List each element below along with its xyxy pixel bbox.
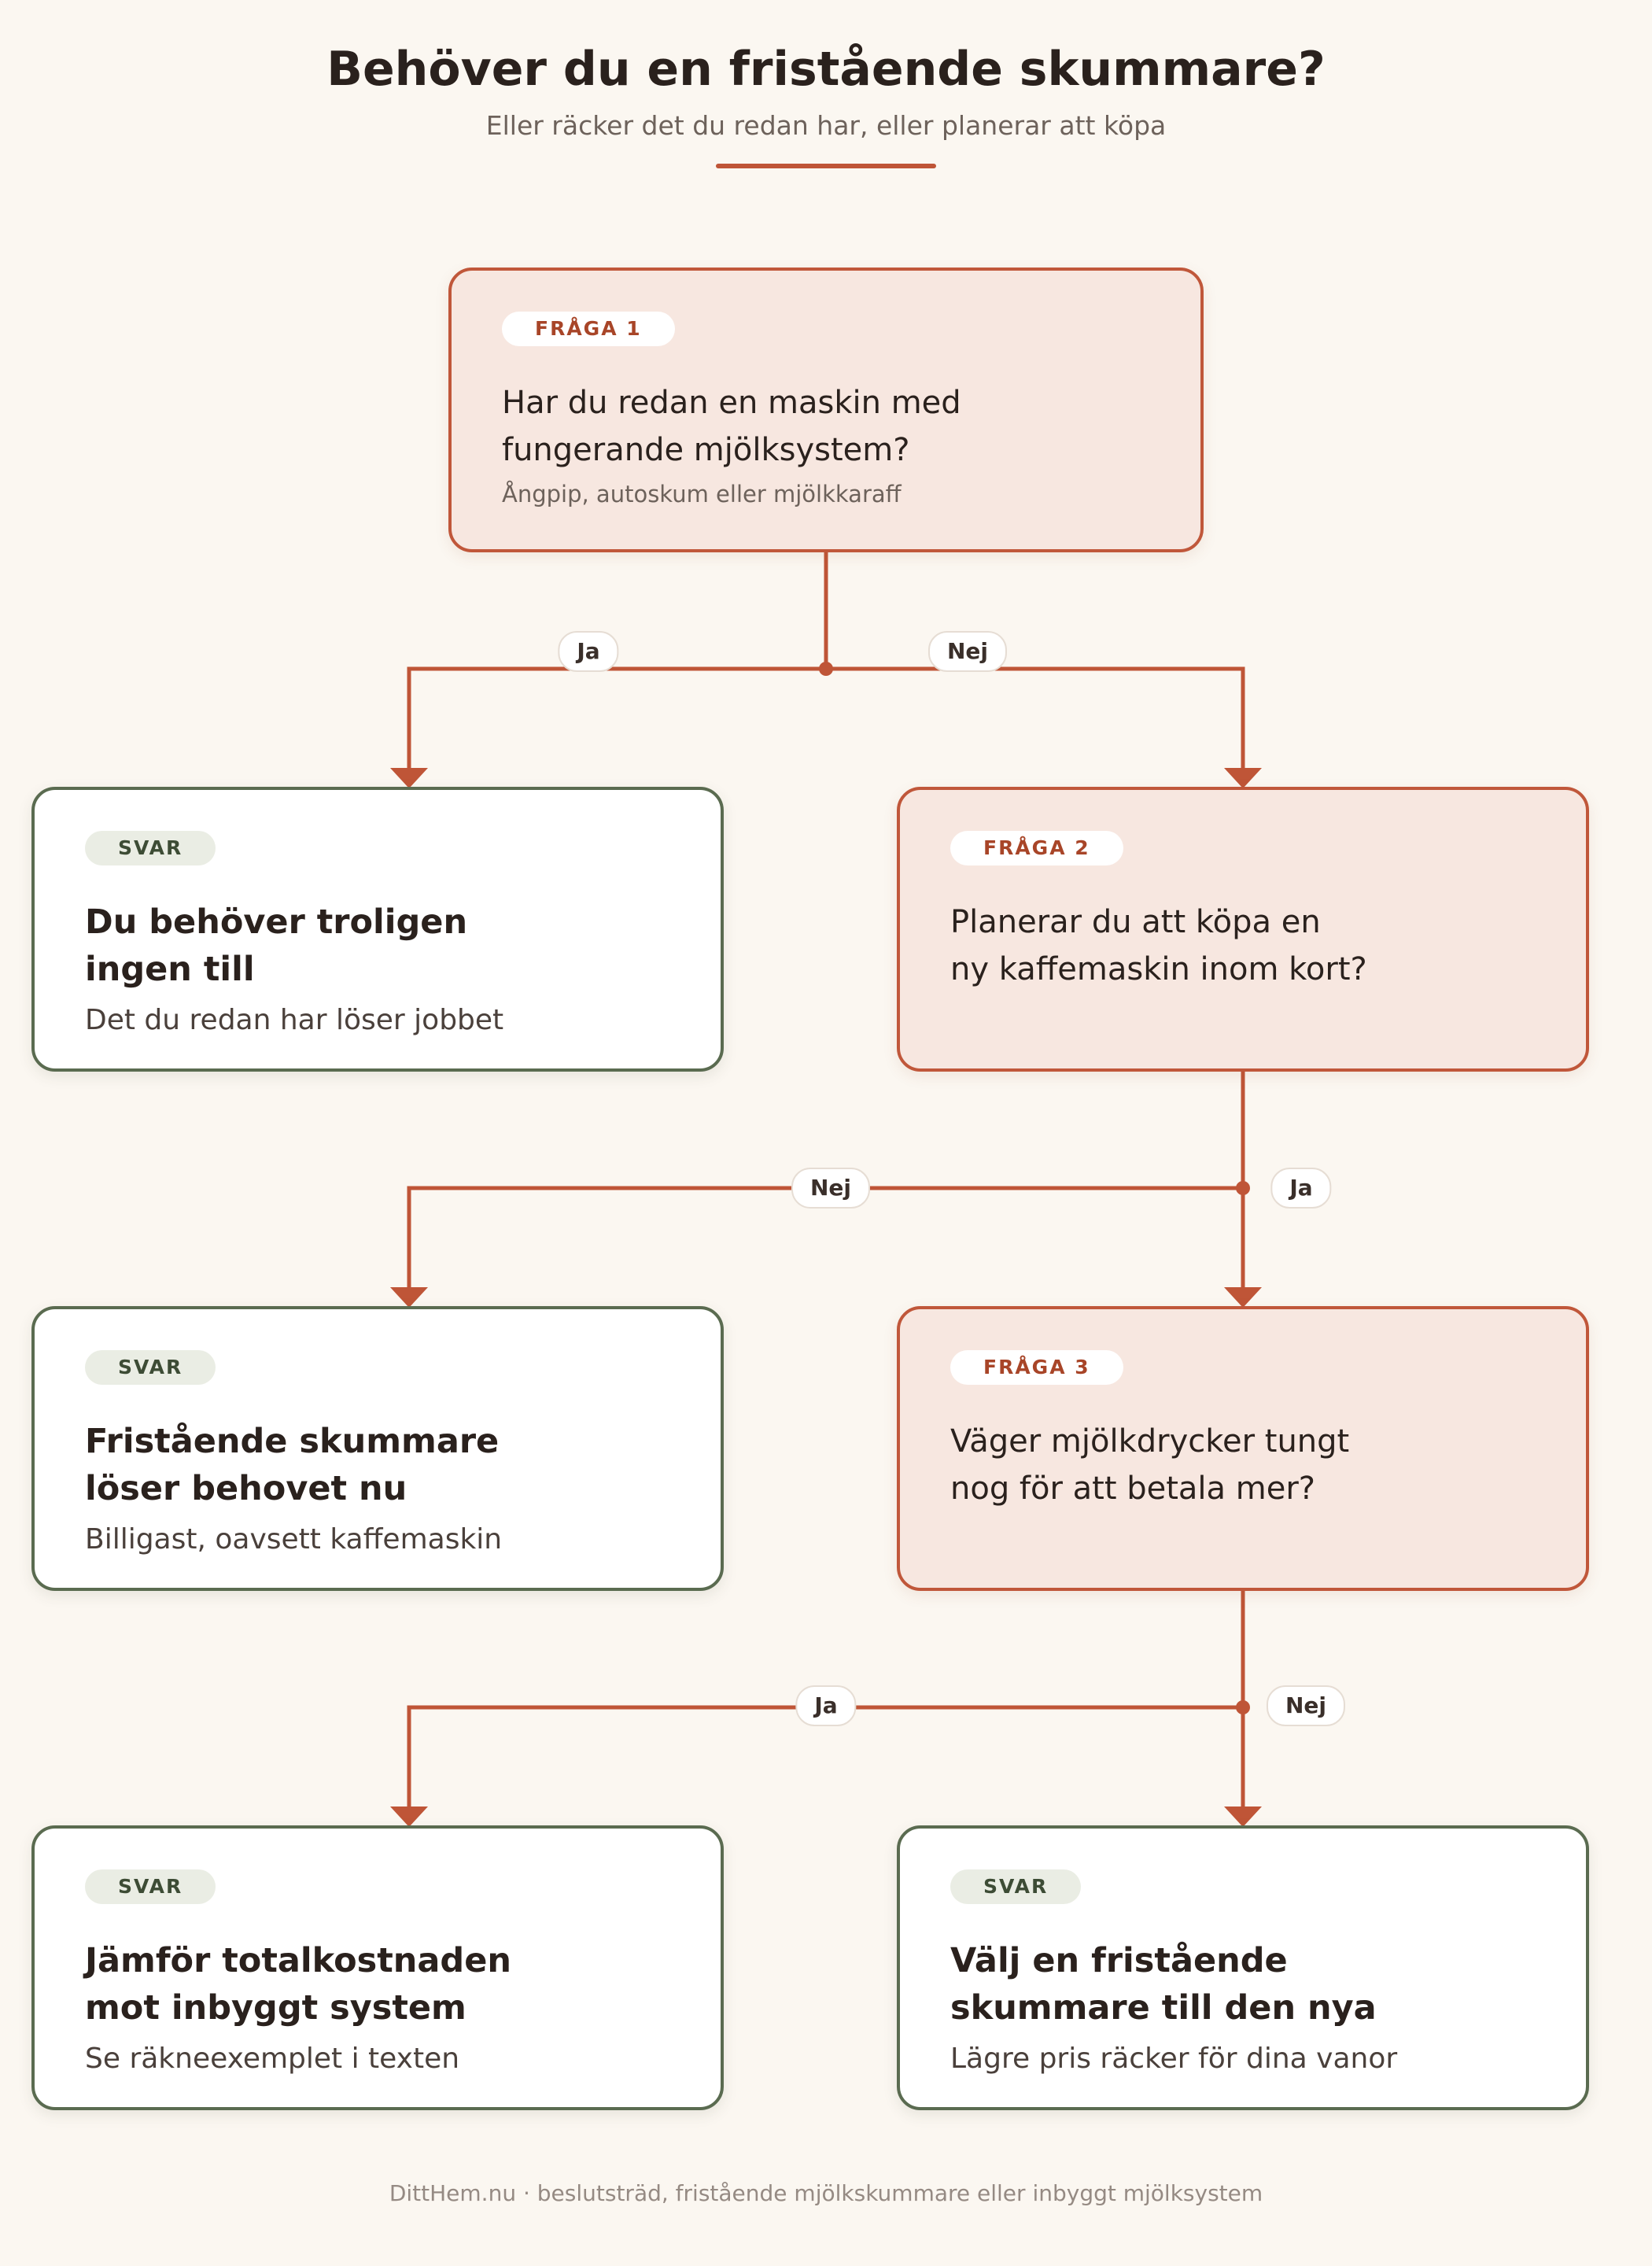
edge-label-q2-yes: Ja [1270,1168,1332,1209]
arrow-to-a3 [390,1807,428,1827]
arrow-to-q2 [1224,768,1262,788]
answer-node-4: SVAR Välj en fristående skummare till de… [897,1825,1589,2110]
answer-title: Välj en fristående skummare till den nya [950,1941,1377,2028]
edge-label-q1-yes: Ja [558,631,619,672]
answer-detail: Se räkneexemplet i texten [85,2043,460,2075]
question-badge: FRÅGA 2 [950,831,1123,865]
answer-node-1: SVAR Du behöver troligen ingen till Det … [31,787,724,1072]
question-text: Planerar du att köpa en ny kaffemaskin i… [950,904,1367,987]
arrow-to-a4 [1224,1807,1262,1827]
question-node-2: FRÅGA 2 Planerar du att köpa en ny kaffe… [897,787,1589,1072]
connector-q3-yes [407,1705,1243,1807]
answer-title: Du behöver troligen ingen till [85,902,468,989]
edge-label-q1-no: Nej [927,631,1008,672]
question-text: Har du redan en maskin med fungerande mj… [502,385,961,468]
connector-q2-no [407,1186,1243,1287]
answer-title: Fristående skummare löser behovet nu [85,1422,500,1508]
question-node-1: FRÅGA 1 Har du redan en maskin med funge… [448,268,1204,552]
answer-detail: Lägre pris räcker för dina vanor [950,2043,1398,2075]
answer-badge: SVAR [85,1350,216,1385]
answer-badge: SVAR [950,1869,1082,1904]
page-subtitle: Eller räcker det du redan har, eller pla… [485,110,1167,141]
edge-label-q3-yes: Ja [795,1685,857,1726]
junction-dot-q2 [1236,1181,1250,1195]
page-title: Behöver du en fristående skummare? [326,42,1326,97]
question-badge: FRÅGA 1 [502,312,675,346]
connector-q1-yes [407,666,826,768]
junction-dot-q1 [819,662,833,676]
answer-badge: SVAR [85,831,216,865]
edge-label-q3-no: Nej [1266,1685,1346,1726]
answer-detail: Det du redan har löser jobbet [85,1004,504,1036]
answer-title: Jämför totalkostnaden mot inbyggt system [85,1941,511,2028]
title-divider [716,164,936,168]
footer-credit: DittHem.nu · beslutsträd, fristående mjö… [389,2180,1263,2206]
junction-dot-q3 [1236,1700,1250,1714]
question-node-3: FRÅGA 3 Väger mjölkdrycker tungt nog för… [897,1306,1589,1591]
connector-q1-no [826,666,1245,768]
question-text: Väger mjölkdrycker tungt nog för att bet… [950,1423,1350,1507]
answer-badge: SVAR [85,1869,216,1904]
answer-detail: Billigast, oavsett kaffemaskin [85,1523,503,1556]
answer-node-2: SVAR Fristående skummare löser behovet n… [31,1306,724,1591]
question-badge: FRÅGA 3 [950,1350,1123,1385]
answer-node-3: SVAR Jämför totalkostnaden mot inbyggt s… [31,1825,724,2110]
question-hint: Ångpip, autoskum eller mjölkkaraff [502,481,902,507]
arrow-to-a2 [390,1287,428,1308]
arrow-to-a1 [390,768,428,788]
edge-label-q2-no: Nej [791,1168,871,1209]
arrow-to-q3 [1224,1287,1262,1308]
